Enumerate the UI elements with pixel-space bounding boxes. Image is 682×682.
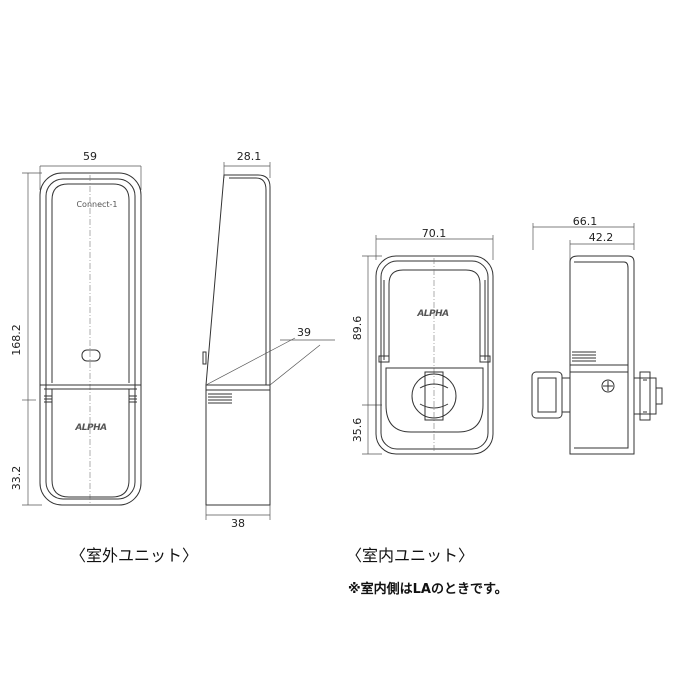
indoor-upper-height-label: 89.6 (351, 316, 364, 341)
knob-side-icon (531, 371, 571, 419)
side-top-depth-label: 28.1 (237, 150, 262, 163)
vent-slots-icon (44, 395, 137, 403)
indoor-body-depth-label: 42.2 (589, 231, 614, 244)
outdoor-front-view: 59 168.2 33.2 Connect-1 ALPHA (10, 150, 142, 506)
thumbturn-icon (411, 371, 457, 421)
outdoor-side-view: 28.1 39 38 (202, 150, 335, 530)
outdoor-height-label: 168.2 (10, 324, 23, 356)
sensor-window-icon (81, 349, 101, 362)
indoor-side-view: 66.1 42.2 (531, 215, 663, 455)
outdoor-logo: ALPHA (74, 423, 107, 433)
outdoor-lower-label: 33.2 (10, 466, 23, 491)
side-angle-label: 39 (297, 326, 311, 339)
indoor-front-view: 70.1 89.6 35.6 ALPHA (351, 227, 494, 455)
side-bottom-depth-label: 38 (231, 517, 245, 530)
indoor-width-label: 70.1 (422, 227, 447, 240)
outdoor-width-label: 59 (83, 150, 97, 163)
indoor-total-depth-label: 66.1 (573, 215, 598, 228)
indoor-lower-height-label: 35.6 (351, 418, 364, 443)
indoor-note: ※室内側はLAのときです。 (348, 581, 508, 597)
indoor-logo: ALPHA (416, 309, 449, 319)
outdoor-caption: 〈室外ユニット〉 (70, 546, 198, 565)
screw-icon (601, 379, 615, 393)
indoor-caption: 〈室内ユニット〉 (346, 546, 474, 565)
cylinder-icon (633, 371, 663, 421)
outdoor-brand-text: Connect-1 (76, 200, 117, 209)
